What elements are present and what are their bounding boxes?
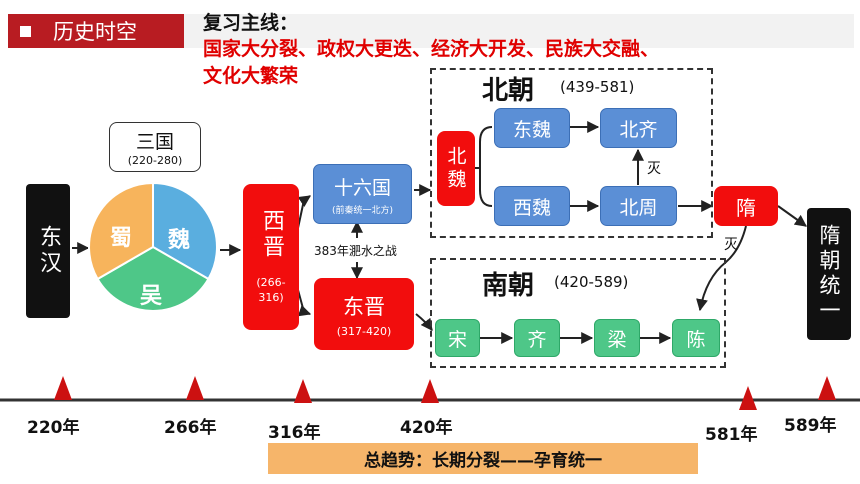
timeline-marker-581 — [739, 386, 757, 410]
timeline-marker-589 — [818, 376, 836, 400]
arrow-xijin-dongjin — [297, 289, 312, 317]
node-xiwei: 西魏 — [494, 186, 570, 226]
node-song: 宋 — [435, 319, 480, 357]
node-dongjin: 东晋 (317-420) — [314, 278, 414, 350]
shiliuguo-note: (前秦统一北方) — [331, 205, 394, 216]
node-xijin: 西晋 (266-316) — [243, 184, 299, 330]
node-beizhou: 北周 — [600, 186, 677, 226]
label-mie-chen: 灭 — [724, 237, 738, 253]
node-sui: 隋 — [714, 186, 778, 226]
review-mainline: 国家大分裂、政权大更迭、经济大开发、民族大交融、 文化大繁荣 — [203, 36, 803, 90]
timeline-year-316: 316年 — [268, 423, 321, 443]
xijin-years: (266-316) — [256, 276, 286, 304]
pie-label-wei: 魏 — [168, 228, 191, 253]
review-line-2: 文化大繁荣 — [203, 65, 299, 87]
timeline-marker-316 — [294, 379, 312, 403]
battle-label: 383年淝水之战 — [312, 242, 399, 259]
pie-slice-wei — [152, 181, 218, 281]
review-line-1: 国家大分裂、政权大更迭、经济大开发、民族大交融、 — [203, 38, 660, 60]
nanchao-title: 南朝 — [482, 271, 535, 301]
node-beiwei: 北魏 — [437, 131, 475, 206]
pie-label-shu: 蜀 — [110, 226, 133, 251]
sanguo-card: 三国 (220-280) — [109, 122, 201, 172]
sanguo-pie — [88, 181, 218, 312]
timeline-year-589: 589年 — [784, 416, 837, 436]
trend-banner: 总趋势：长期分裂——孕育统一 — [268, 443, 698, 474]
bullet-square-icon — [20, 25, 31, 37]
node-dongwei: 东魏 — [494, 108, 570, 148]
node-shiliuguo: 十六国 (前秦统一北方) — [313, 164, 412, 224]
bracket-beiwei-split — [479, 126, 493, 207]
timeline-year-420: 420年 — [400, 418, 453, 438]
pie-slice-shu — [88, 181, 154, 281]
timeline-marker-420 — [421, 379, 439, 403]
beichao-group — [430, 68, 713, 238]
timeline-marker-266 — [186, 376, 204, 400]
timeline-marker-220 — [54, 376, 72, 400]
node-liang: 梁 — [594, 319, 640, 357]
timeline-year-581: 581年 — [705, 425, 758, 445]
nanchao-group — [430, 258, 726, 368]
node-sui-unify: 隋朝统一 — [807, 208, 851, 340]
node-chen: 陈 — [672, 319, 720, 357]
section-title-box: 历史时空 — [8, 14, 184, 48]
nanchao-years: (420-589) — [554, 273, 629, 291]
arrow-sui-chen — [696, 225, 747, 312]
arrow-sui-unify — [777, 205, 807, 227]
timeline-year-220: 220年 — [27, 418, 80, 438]
dongjin-years: (317-420) — [336, 324, 392, 338]
beichao-years: (439-581) — [560, 78, 635, 96]
header-strip — [184, 14, 854, 48]
node-donghan: 东汉 — [26, 184, 70, 318]
dongjin-name: 东晋 — [343, 294, 385, 319]
sanguo-years: (220-280) — [127, 154, 183, 167]
section-title: 历史时空 — [53, 20, 137, 44]
sanguo-title: 三国 — [135, 131, 174, 153]
pie-slice-wu — [96, 245, 210, 312]
review-title: 复习主线： — [203, 12, 299, 34]
pie-label-wu: 吴 — [140, 284, 163, 309]
beichao-title: 北朝 — [482, 76, 535, 106]
node-beiqi: 北齐 — [600, 108, 677, 148]
timeline-year-266: 266年 — [164, 418, 217, 438]
node-qi: 齐 — [514, 319, 560, 357]
xijin-name: 西晋 — [259, 209, 284, 261]
arrow-xijin-shiliuguo — [297, 195, 311, 229]
shiliuguo-name: 十六国 — [333, 176, 391, 199]
label-mie-beiqi: 灭 — [647, 161, 661, 177]
